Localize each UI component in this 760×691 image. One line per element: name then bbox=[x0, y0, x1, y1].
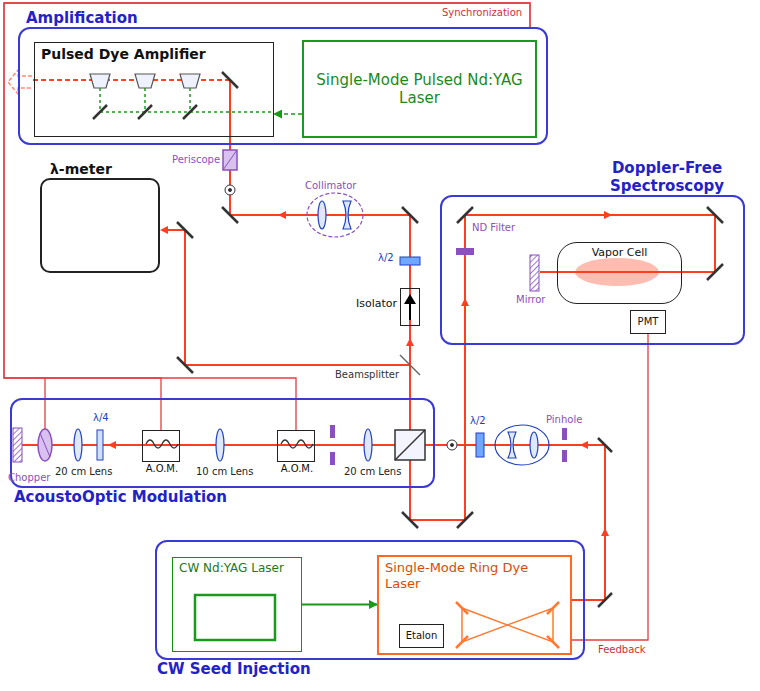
hatched-mirrors bbox=[13, 255, 539, 462]
part-label: Collimator bbox=[305, 180, 356, 192]
lenses bbox=[74, 201, 538, 461]
amplifier-box: Pulsed Dye Amplifier bbox=[34, 42, 274, 137]
connector-label: Feedback bbox=[596, 644, 648, 656]
connector-label: Synchronization bbox=[440, 7, 524, 19]
laser-box: Single-Mode Pulsed Nd:YAG Laser bbox=[302, 40, 537, 138]
group-panel: Doppler-Free SpectroscopyVapor CellPMT bbox=[440, 195, 745, 345]
laser-box: CW Nd:YAG Laser bbox=[172, 557, 302, 652]
node-text: Vapor Cell bbox=[558, 243, 681, 262]
detector-box: PMT bbox=[630, 310, 666, 334]
wavemeter-box: λ-meter bbox=[40, 178, 160, 273]
part-label: ND Filter bbox=[472, 222, 515, 234]
dye-cells bbox=[90, 74, 200, 88]
node-text: Doppler-Free Spectroscopy bbox=[592, 159, 742, 195]
part-label: λ/2 bbox=[378, 252, 394, 264]
node-text: CW Nd:YAG Laser bbox=[173, 558, 301, 578]
node-text: CW Seed Injection bbox=[157, 660, 311, 678]
part-label: 20 cm Lens bbox=[344, 466, 401, 478]
node-text: Pulsed Dye Amplifier bbox=[35, 43, 273, 66]
connector bbox=[4, 3, 530, 430]
part-label: 10 cm Lens bbox=[196, 466, 253, 478]
part-label: 20 cm Lens bbox=[55, 466, 112, 478]
node-text: AcoustoOptic Modulation bbox=[14, 488, 227, 506]
node-text: PMT bbox=[634, 314, 663, 330]
telescope-housing bbox=[307, 193, 549, 465]
part-label: λ/4 bbox=[93, 412, 109, 424]
part-label: Periscope bbox=[172, 154, 220, 166]
modulator-box: A.O.M. bbox=[277, 430, 315, 462]
node-text: λ-meter bbox=[50, 161, 112, 178]
amplifier-output bbox=[8, 70, 32, 94]
connector bbox=[274, 113, 302, 115]
connector bbox=[4, 3, 530, 430]
group-panel: AmplificationPulsed Dye AmplifierSingle-… bbox=[18, 27, 548, 145]
node-text: Single-Mode Pulsed Nd:YAG Laser bbox=[304, 69, 535, 109]
part-label: λ/2 bbox=[470, 415, 486, 427]
laser-beam bbox=[22, 80, 715, 600]
part-label: Mirror bbox=[516, 294, 545, 306]
part-label: Pinhole bbox=[546, 414, 582, 426]
ring-cavity bbox=[456, 602, 559, 648]
isolator-arrow bbox=[404, 294, 416, 320]
sync-branch bbox=[45, 378, 46, 429]
aom-waves bbox=[146, 440, 313, 448]
vapor-cell: Vapor Cell bbox=[557, 242, 682, 304]
modulator-box: A.O.M. bbox=[142, 430, 180, 462]
node-text: A.O.M. bbox=[268, 463, 326, 475]
group-panel: CW Seed InjectionCW Nd:YAG LaserSingle-M… bbox=[155, 540, 585, 660]
chopper bbox=[38, 429, 52, 461]
periscope bbox=[223, 150, 237, 170]
polarizing-cube bbox=[395, 430, 425, 460]
node-text: Isolator bbox=[356, 297, 397, 310]
apertures bbox=[330, 248, 567, 465]
part-label: Chopper bbox=[8, 472, 50, 484]
connector bbox=[302, 604, 377, 606]
mirrors bbox=[93, 72, 723, 607]
beamsplitter bbox=[400, 355, 420, 375]
laser-box: Single-Mode Ring Dye LaserEtalon bbox=[377, 555, 572, 655]
node-text: Etalon bbox=[402, 628, 442, 644]
etalon-box: Etalon bbox=[399, 624, 444, 648]
pump-laser-head bbox=[195, 595, 275, 640]
pump-beam bbox=[100, 88, 272, 112]
node-text: Amplification bbox=[26, 9, 138, 27]
node-text: Single-Mode Ring Dye Laser bbox=[379, 557, 570, 594]
polarization-symbols bbox=[225, 185, 457, 450]
isolator-box: Isolator bbox=[400, 288, 420, 326]
node-text: A.O.M. bbox=[133, 463, 191, 475]
part-label: Beamsplitter bbox=[335, 369, 399, 381]
